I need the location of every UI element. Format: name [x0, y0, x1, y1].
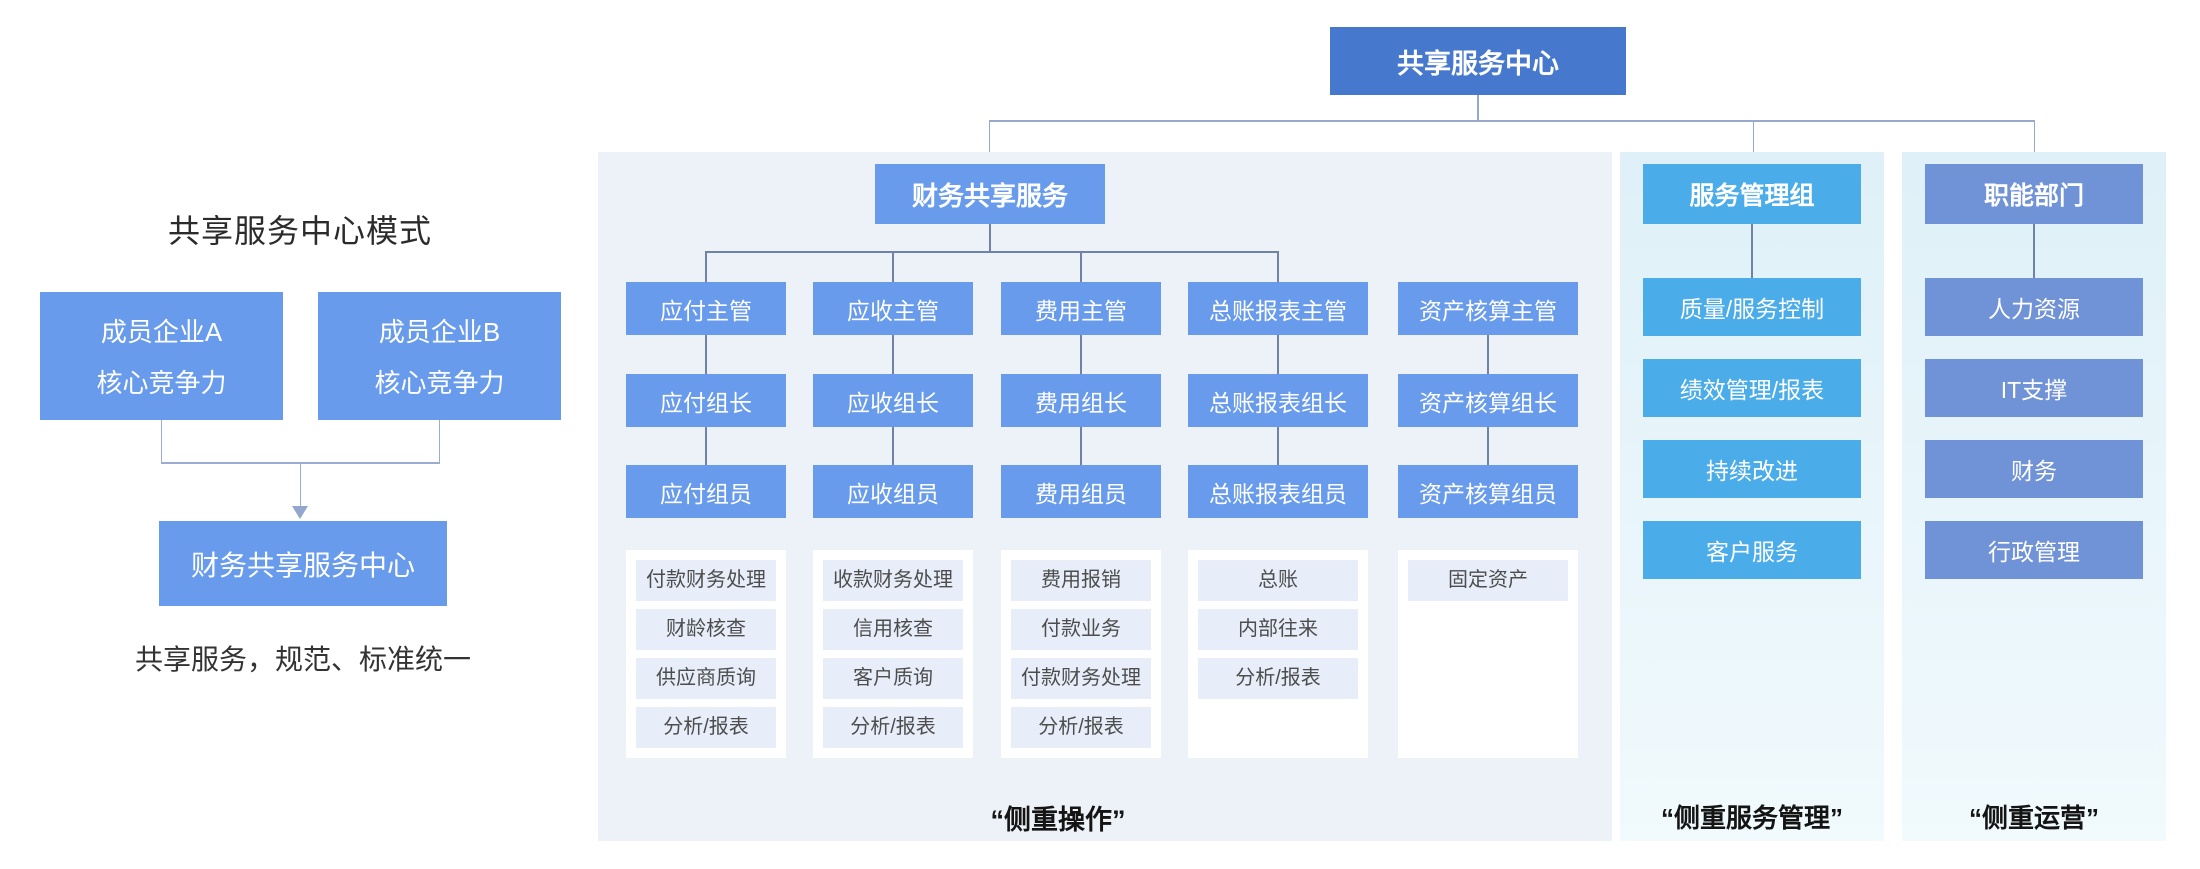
connector-finance-header-stem — [989, 224, 991, 251]
ledger-report-leader-box: 总账报表组长 — [1188, 374, 1368, 427]
service-panel-footer: “侧重服务管理” — [1660, 803, 1843, 833]
connector-drop-service — [1752, 121, 1754, 164]
function-item-it: IT支撑 — [1925, 359, 2143, 417]
connector-col1-drop — [705, 251, 707, 282]
asset-accounting-member-box: 资产核算组员 — [1398, 465, 1578, 518]
connector-col3-leader-member — [1080, 427, 1082, 465]
connector-member-a — [160, 420, 162, 463]
service-item-performance: 绩效管理/报表 — [1643, 359, 1861, 417]
connector-col5-leader-member — [1487, 427, 1489, 465]
connector-drop-function — [2033, 121, 2035, 164]
task-item: 总账 — [1198, 560, 1358, 601]
member-company-b-line2: 核心竞争力 — [374, 368, 505, 398]
task-item: 分析/报表 — [1011, 707, 1151, 748]
service-item-quality: 质量/服务控制 — [1643, 278, 1861, 336]
functional-departments-panel: 职能部门 人力资源 IT支撑 财务 行政管理 “侧重运营” — [1902, 152, 2166, 841]
task-item: 内部往来 — [1198, 609, 1358, 650]
member-company-b-line1: 成员企业B — [378, 317, 501, 347]
connector-col1-leader-member — [705, 427, 707, 465]
service-item-improvement: 持续改进 — [1643, 440, 1861, 498]
payable-leader-box: 应付组长 — [626, 374, 786, 427]
finance-shared-center-box: 财务共享服务中心 — [159, 521, 447, 606]
connector-function-header-stem — [2033, 224, 2035, 278]
function-panel-footer: “侧重运营” — [1968, 803, 2099, 833]
task-item: 付款财务处理 — [636, 560, 776, 601]
asset-accounting-leader-box: 资产核算组长 — [1398, 374, 1578, 427]
ledger-report-manager-box: 总账报表主管 — [1188, 282, 1368, 335]
connector-finance-horizontal — [705, 251, 1278, 253]
task-item: 供应商质询 — [636, 658, 776, 699]
connector-col3-drop — [1080, 251, 1082, 282]
connector-col4-mgr-leader — [1277, 335, 1279, 374]
connector-col2-mgr-leader — [892, 335, 894, 374]
task-item: 信用核查 — [823, 609, 963, 650]
service-item-customer: 客户服务 — [1643, 521, 1861, 579]
task-item: 付款业务 — [1011, 609, 1151, 650]
expense-manager-box: 费用主管 — [1001, 282, 1161, 335]
task-item: 付款财务处理 — [1011, 658, 1151, 699]
finance-panel-header: 财务共享服务 — [875, 164, 1105, 224]
connector-merge-stem — [299, 462, 301, 507]
connector-drop-finance — [988, 121, 990, 164]
connector-col5-mgr-leader — [1487, 335, 1489, 374]
payable-manager-box: 应付主管 — [626, 282, 786, 335]
receivable-leader-box: 应收组长 — [813, 374, 973, 427]
connector-member-b — [438, 420, 440, 463]
task-item: 固定资产 — [1408, 560, 1568, 601]
finance-panel: 财务共享服务 应付主管 应付组长 应付组员 付款财务处理 财龄核查 供应商质询 … — [598, 152, 1612, 841]
task-item: 财龄核查 — [636, 609, 776, 650]
member-company-b-box: 成员企业B 核心竞争力 — [318, 292, 561, 420]
member-company-a-line2: 核心竞争力 — [96, 368, 227, 398]
arrow-down-icon — [292, 506, 308, 519]
connector-col4-leader-member — [1277, 427, 1279, 465]
service-panel-header: 服务管理组 — [1643, 164, 1861, 224]
function-panel-header: 职能部门 — [1925, 164, 2143, 224]
asset-accounting-task-card: 固定资产 — [1398, 550, 1578, 758]
expense-leader-box: 费用组长 — [1001, 374, 1161, 427]
connector-col4-drop — [1277, 251, 1279, 282]
task-item: 分析/报表 — [1198, 658, 1358, 699]
expense-member-box: 费用组员 — [1001, 465, 1161, 518]
connector-root-horizontal — [988, 120, 2035, 122]
left-caption: 共享服务，规范、标准统一 — [134, 644, 471, 675]
root-shared-service-center-box: 共享服务中心 — [1330, 27, 1626, 95]
connector-col2-leader-member — [892, 427, 894, 465]
expense-task-card: 费用报销 付款业务 付款财务处理 分析/报表 — [1001, 550, 1161, 758]
connector-col1-mgr-leader — [705, 335, 707, 374]
task-item: 分析/报表 — [823, 707, 963, 748]
connector-service-header-stem — [1751, 224, 1753, 278]
task-item: 收款财务处理 — [823, 560, 963, 601]
member-company-a-box: 成员企业A 核心竞争力 — [40, 292, 283, 420]
receivable-member-box: 应收组员 — [813, 465, 973, 518]
connector-col3-mgr-leader — [1080, 335, 1082, 374]
ledger-report-task-card: 总账 内部往来 分析/报表 — [1188, 550, 1368, 758]
left-diagram-title: 共享服务中心模式 — [167, 213, 432, 249]
finance-panel-footer: “侧重操作” — [990, 805, 1126, 835]
payable-task-card: 付款财务处理 财龄核查 供应商质询 分析/报表 — [626, 550, 786, 758]
member-company-a-line1: 成员企业A — [100, 317, 223, 347]
task-item: 费用报销 — [1011, 560, 1151, 601]
function-item-admin: 行政管理 — [1925, 521, 2143, 579]
ledger-report-member-box: 总账报表组员 — [1188, 465, 1368, 518]
task-item: 分析/报表 — [636, 707, 776, 748]
function-item-finance: 财务 — [1925, 440, 2143, 498]
asset-accounting-manager-box: 资产核算主管 — [1398, 282, 1578, 335]
service-management-panel: 服务管理组 质量/服务控制 绩效管理/报表 持续改进 客户服务 “侧重服务管理” — [1620, 152, 1884, 841]
function-item-hr: 人力资源 — [1925, 278, 2143, 336]
connector-col2-drop — [892, 251, 894, 282]
task-item: 客户质询 — [823, 658, 963, 699]
receivable-manager-box: 应收主管 — [813, 282, 973, 335]
receivable-task-card: 收款财务处理 信用核查 客户质询 分析/报表 — [813, 550, 973, 758]
connector-root-stem — [1477, 95, 1479, 121]
payable-member-box: 应付组员 — [626, 465, 786, 518]
